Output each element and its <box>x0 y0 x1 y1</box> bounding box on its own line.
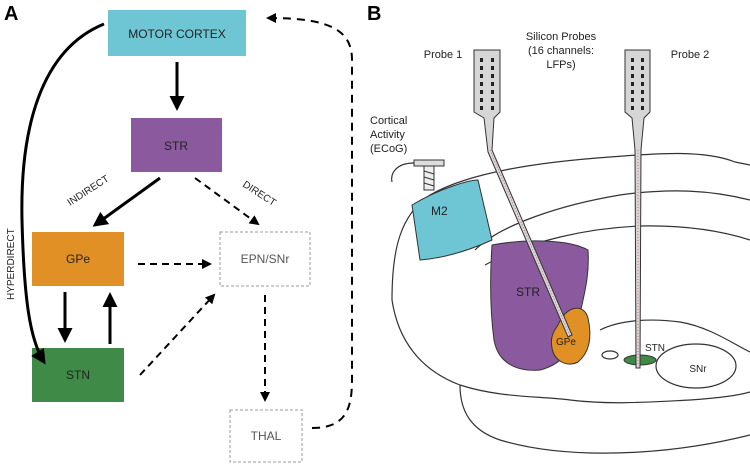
small-nucleus-outline <box>601 350 619 360</box>
snr-region-label: SNr <box>689 364 707 375</box>
probe-1-contacts <box>480 58 494 110</box>
probe-2-label: Probe 2 <box>671 49 710 61</box>
probe-1-label: Probe 1 <box>424 49 463 61</box>
probe-1-track <box>489 149 571 337</box>
motor-cortex-node: MOTOR CORTEX <box>108 10 246 56</box>
arrow-str-to-gpe <box>92 176 161 227</box>
probe-2 <box>624 49 651 369</box>
arrow-thal-to-cortex <box>266 13 353 429</box>
str-label: STR <box>164 139 188 153</box>
direct-label: DIRECT <box>240 179 277 209</box>
svg-text:Cortical: Cortical <box>370 115 407 127</box>
svg-text:Silicon Probes: Silicon Probes <box>526 31 597 43</box>
svg-text:LFPs): LFPs) <box>546 59 575 71</box>
stn-node: STN <box>32 348 124 402</box>
gpe-label: GPe <box>66 252 90 266</box>
probe-2-contacts <box>631 58 644 110</box>
brain-stem-outline <box>459 384 750 454</box>
ecog-wire <box>390 162 415 183</box>
thal-box <box>229 409 303 463</box>
str-node: STR <box>131 118 222 172</box>
cortical-activity-label: Cortical Activity (ECoG) <box>370 115 407 155</box>
epn-snr-label: EPN/SNr <box>241 252 290 266</box>
ecog-screw-icon <box>390 159 445 191</box>
svg-text:(16 channels:: (16 channels: <box>528 45 594 57</box>
gpe-box <box>32 232 124 286</box>
thal-node: THAL <box>229 409 303 463</box>
m2-label: M2 <box>431 204 448 218</box>
arrow-hyperdirect <box>20 22 105 365</box>
silicon-probes-label: Silicon Probes (16 channels: LFPs) <box>526 31 597 71</box>
corpus-callosum-outline <box>474 190 750 251</box>
panel-b-letter: B <box>367 3 381 25</box>
m2-region <box>411 179 493 261</box>
gpe-region-label: GPe <box>556 337 576 348</box>
thal-label: THAL <box>251 429 282 443</box>
str-box <box>131 118 222 172</box>
epn-snr-box <box>219 231 311 287</box>
brain-outline-top <box>391 152 750 301</box>
str-region-label: STR <box>516 285 540 299</box>
hyperdirect-label: HYPERDIRECT <box>6 228 17 300</box>
brain-outline-bottom <box>391 299 750 404</box>
snr-outline <box>655 343 737 389</box>
probe-1 <box>473 49 573 338</box>
svg-text:(ECoG): (ECoG) <box>370 143 407 155</box>
stn-box <box>32 348 124 402</box>
arrow-str-to-epn <box>194 177 260 226</box>
panel-a-letter: A <box>4 3 18 25</box>
probe-2-shank <box>624 49 651 369</box>
stn-label: STN <box>66 368 90 382</box>
indirect-label: INDIRECT <box>66 174 112 209</box>
stn-region-label: STN <box>645 343 665 354</box>
motor-cortex-box <box>108 10 246 56</box>
probe-1-shank <box>473 49 573 338</box>
motor-cortex-label: MOTOR CORTEX <box>128 27 226 41</box>
svg-text:Activity: Activity <box>370 129 405 141</box>
arrow-stn-to-epn <box>139 293 216 376</box>
midbrain-outline <box>599 319 750 353</box>
epn-snr-node: EPN/SNr <box>219 231 311 287</box>
gpe-node: GPe <box>32 232 124 286</box>
